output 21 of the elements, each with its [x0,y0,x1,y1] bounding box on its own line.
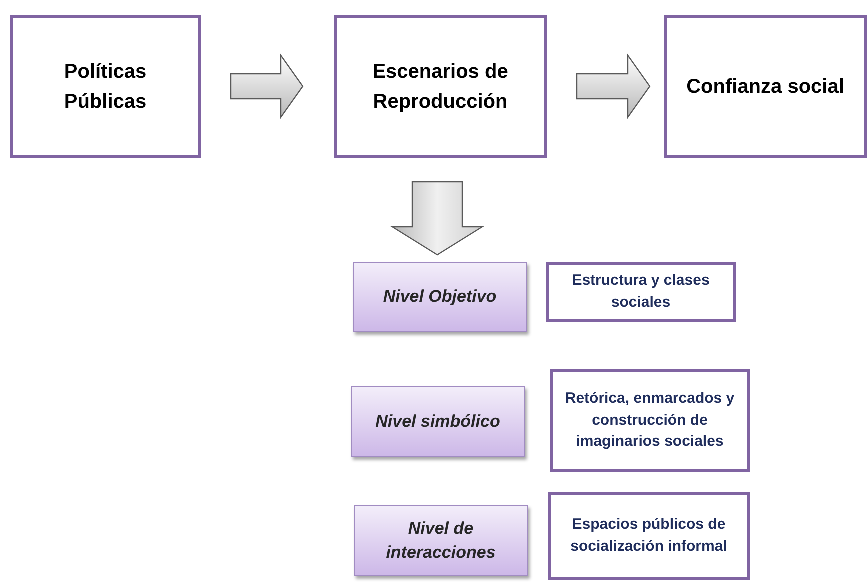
box-text: Escenarios de Reproducción [372,60,510,114]
box-text: Espacios públicos de socialización informal [570,515,728,557]
block-arrow [390,181,485,256]
description-box [550,369,750,472]
block-arrow [576,54,651,120]
concept-box [664,15,867,158]
concept-box [334,15,547,158]
box-text: Nivel simbólico [376,410,500,433]
box-text: Nivel de interacciones [385,518,497,564]
block-arrow [230,54,304,120]
box-text: Estructura y clases sociales [571,271,711,313]
box-text: Nivel Objetivo [383,286,497,308]
box-text: Retórica, enmarcados y construcción de imaginarios sociales [564,388,736,452]
box-text: Confianza social [686,74,844,100]
level-box [354,505,528,576]
box-text: Políticas Públicas [63,60,148,114]
level-box [351,386,525,457]
concept-box [10,15,201,158]
description-box [546,262,736,322]
level-box [353,262,527,332]
description-box [548,492,750,580]
